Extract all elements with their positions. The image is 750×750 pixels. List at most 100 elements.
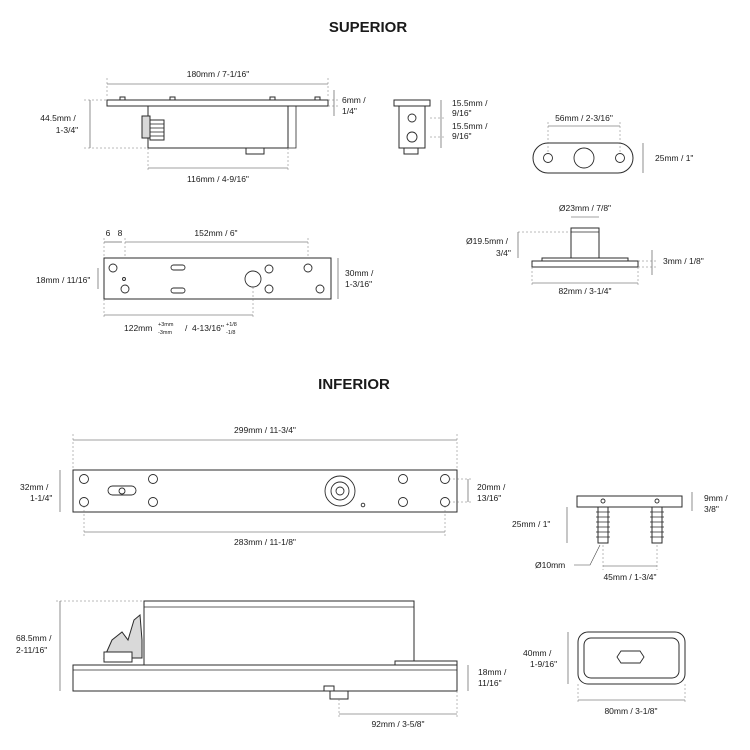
dim-slash: / [185,323,188,333]
dim-label: 3/8" [704,504,719,514]
anchor-hole [600,498,606,504]
dim-label: 15.5mm / [452,98,488,108]
dim-label: 18mm / 11/16" [36,275,90,285]
dim-label: 20mm / [477,482,506,492]
floor-plate [72,469,458,513]
anchor-thread [596,511,610,538]
dim-label: 30mm / [345,268,374,278]
plate-hole [615,153,625,163]
spring-cam [103,613,143,659]
superior-side-view: 180mm / 7-1/16" 44.5mm / 1-3/4" 6mm / 1/… [40,69,366,184]
dim-label: 116mm / 4-9/16" [187,174,249,184]
dim-label: 56mm / 2-3/16" [555,113,613,123]
floor-hole [148,497,158,507]
superior-plate: 56mm / 2-3/16" 25mm / 1" [532,113,693,174]
bottom-stud [245,147,265,155]
dim-label: 9/16" [452,131,472,141]
dim-label: 9mm / [704,493,728,503]
plan-pin [122,277,126,281]
body-end [288,105,297,149]
plan-slot [170,264,186,271]
end-flange [393,99,431,107]
plan-plate [103,257,332,300]
base-plate [72,664,458,692]
floor-hole [148,474,158,484]
dim-label: 11/16" [478,678,502,688]
closer-body [143,600,415,666]
dim-label: 44.5mm / [40,113,76,123]
superior-top-view: 6 8 152mm / 6" 18mm / 11/16" 30mm / 1-3/… [36,228,374,336]
end-spindle [406,131,418,143]
top-flange [106,99,329,107]
dim-label: 4-13/16" [192,323,224,333]
dim-label: 152mm / 6" [194,228,237,238]
plan-hole [108,263,118,273]
dim-label: 13/16" [477,493,501,503]
plan-hole [120,284,130,294]
floor-pin [360,502,366,508]
plan-hole [315,284,325,294]
dim-label: 92mm / 3-5/8" [371,719,424,729]
superior-pin: Ø23mm / 7/8" Ø19.5mm / 3/4" 3mm / 1/8" 8… [466,203,704,296]
dim-label: 18mm / [478,667,507,677]
dim-label: 1-9/16" [530,659,557,669]
plate-center-hole [573,147,595,169]
dim-tolerance: -1/8 [226,330,235,336]
base-lip [394,660,458,666]
inferior-top-view: 299mm / 11-3/4" 32mm / 1-1/4" 20mm / 13/… [20,425,506,547]
dim-label: 180mm / 7-1/16" [187,69,250,79]
plan-hole [264,264,274,274]
dim-label: 25mm / 1" [512,519,550,529]
dim-label: 25mm / 1" [655,153,693,163]
inferior-title: INFERIOR [318,376,390,393]
dim-label: 1-1/4" [30,493,52,503]
inferior-box: 40mm / 1-9/16" 80mm / 3-1/8" [523,631,686,716]
plan-hole [264,284,274,294]
plate-hole [543,153,553,163]
plan-slot [170,287,186,294]
plan-hole [303,263,313,273]
adjuster [149,119,165,141]
anchor-hole [654,498,660,504]
dim-label: Ø19.5mm / [466,236,509,246]
dim-tolerance: +1/8 [226,322,237,328]
anchor-thread [650,511,664,538]
dim-label: 122mm [124,323,152,333]
floor-spindle-core [335,486,345,496]
dim-label: 9/16" [452,108,472,118]
dim-label: 8 [118,228,123,238]
screw-head [314,96,321,101]
dim-label: 3/4" [496,248,511,258]
screw-head [119,96,126,101]
screw-head [269,96,276,101]
dim-label: 6 [106,228,111,238]
dim-label: 82mm / 3-1/4" [558,286,611,296]
dim-label: 32mm / [20,482,49,492]
superior-title: SUPERIOR [329,19,408,36]
inferior-anchor: 9mm / 3/8" 25mm / 1" Ø10mm 45mm / 1-3/4" [512,492,728,582]
floor-hole [440,474,450,484]
dim-label: Ø23mm / 7/8" [559,203,611,213]
end-hole [407,113,417,123]
spindle [141,115,151,139]
floor-cam [118,487,126,495]
dim-label: 1-3/16" [345,279,372,289]
pin-plate [531,260,639,268]
floor-hole [398,497,408,507]
floor-hole [79,497,89,507]
leader-line [574,544,601,566]
anchor-bolt [651,506,663,544]
dim-label: Ø10mm [535,560,565,570]
dim-label: 80mm / 3-1/8" [604,706,657,716]
box-square-hole [616,650,645,664]
screw-head [169,96,176,101]
dim-label: 40mm / [523,648,552,658]
pin-body [570,227,600,259]
dim-label: 15.5mm / [452,121,488,131]
anchor-bolt [597,506,609,544]
dim-label: 1-3/4" [56,125,78,135]
closer-body [147,105,289,149]
dim-label: 2-11/16" [16,645,47,655]
dim-label: 299mm / 11-3/4" [234,425,296,435]
